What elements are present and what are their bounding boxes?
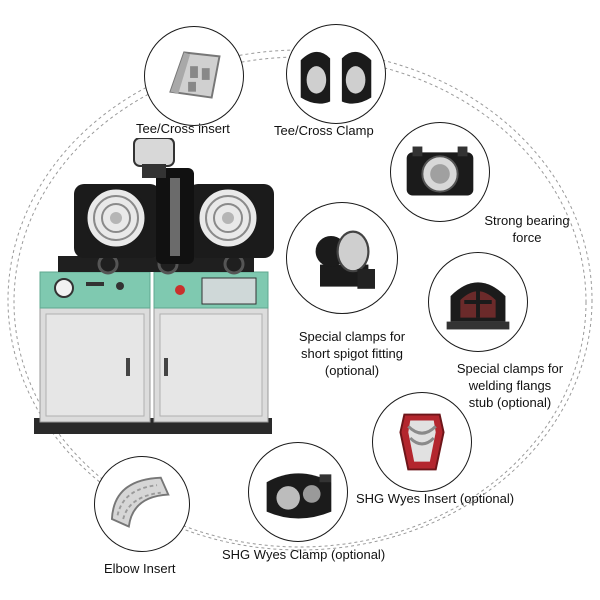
- welding-flangs-clamp-image: [428, 252, 528, 352]
- short-spigot-line-3: (optional): [324, 363, 380, 378]
- elbow-insert-label: Elbow Insert: [104, 561, 176, 576]
- short-spigot-line-1: Special clamps for: [298, 329, 406, 344]
- short-spigot-label: Special clamps for short spigot fitting …: [282, 328, 422, 379]
- strong-bearing-label: Strong bearing force: [472, 212, 582, 246]
- short-spigot-line-2: short spigot fitting: [301, 346, 403, 361]
- elbow-insert-image: [94, 456, 190, 552]
- welding-flangs-line-2: welding flangs: [468, 378, 552, 393]
- tee-cross-clamp-image: [286, 24, 386, 124]
- short-spigot-clamp-image: [286, 202, 398, 314]
- shg-wyes-clamp-image: [248, 442, 348, 542]
- tee-cross-insert-label: Tee/Cross insert: [136, 121, 230, 136]
- shg-wyes-insert-image: [372, 392, 472, 492]
- welding-flangs-label: Special clamps for welding flangs stub (…: [440, 360, 580, 411]
- shg-wyes-insert-label: SHG Wyes Insert (optional): [356, 491, 515, 506]
- strong-bearing-image: [390, 122, 490, 222]
- tee-cross-clamp-label: Tee/Cross Clamp: [274, 123, 374, 138]
- strong-bearing-line-1: Strong bearing: [484, 213, 570, 228]
- welding-flangs-line-3: stub (optional): [468, 395, 552, 410]
- welding-machine-image: [30, 137, 280, 438]
- shg-wyes-clamp-label: SHG Wyes Clamp (optional): [222, 547, 386, 562]
- welding-flangs-line-1: Special clamps for: [456, 361, 564, 376]
- strong-bearing-line-2: force: [512, 230, 542, 245]
- tee-cross-insert-image: [144, 26, 244, 126]
